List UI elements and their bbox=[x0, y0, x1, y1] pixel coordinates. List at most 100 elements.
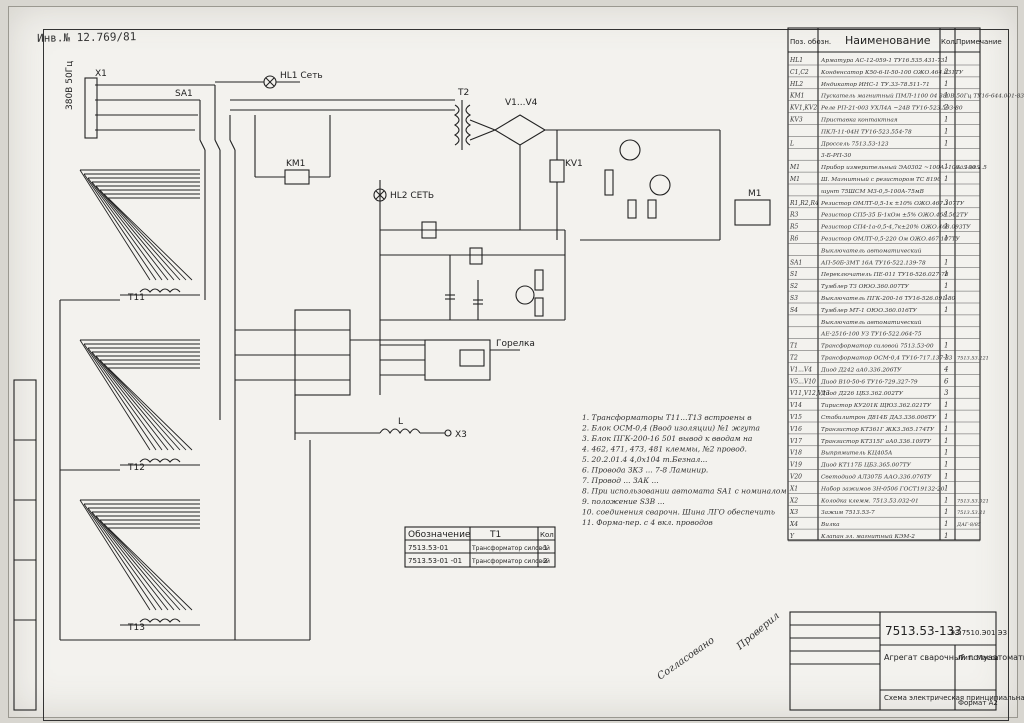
note-line: 1. Трансформаторы Т11...Т13 встроены в bbox=[582, 413, 752, 422]
bom-cell-qty: 1 bbox=[944, 354, 948, 362]
bom-cell-pos: R3 bbox=[789, 212, 799, 219]
bom-cell-pos: KV3 bbox=[789, 117, 803, 124]
small-table-r1c0: 7513.53-01 -01 bbox=[408, 557, 462, 565]
bom-cell-name: Реле РП-21-003 УХЛ4А ~24В ТУ16-523.593-8… bbox=[820, 106, 963, 112]
bom-cell-pos: X4 bbox=[789, 521, 798, 528]
bom-cell-name: Индикатор ИНС-1 ТУ.33-78.511-71 bbox=[820, 82, 930, 88]
bom-cell-pos: S4 bbox=[790, 307, 798, 314]
signature-approved: Согласовано bbox=[655, 635, 716, 682]
bom-cell-qty: 1 bbox=[944, 461, 948, 469]
bom-cell-name: Диод В10-50-6 ТУ16-729.327-79 bbox=[820, 379, 918, 385]
bom-cell-qty: 2 bbox=[943, 104, 949, 112]
bom-cell-qty: 1 bbox=[944, 425, 948, 433]
bom-cell-name: Диод Д242 аА0.336.206ТУ bbox=[820, 367, 902, 373]
bom-cell-qty: 1 bbox=[944, 270, 948, 278]
bom-cell-qty: 1 bbox=[944, 127, 948, 135]
bom-cell-name: Стабилитрон Д814Б ДА3.336.006ТУ bbox=[821, 414, 937, 421]
bom-cell-name: Диод Д226 ЦБ3.362.002ТУ bbox=[820, 391, 904, 397]
bom-cell-name: АП-50Б-3МТ 16А ТУ16-522.139-78 bbox=[820, 260, 926, 266]
bom-cell-qty: 1 bbox=[944, 223, 948, 231]
tap-wire bbox=[107, 527, 193, 611]
bom-cell-qty: 1 bbox=[944, 56, 948, 64]
bom-cell-qty: 1 bbox=[944, 211, 948, 219]
bom-cell-name: Арматура АС-12-059-1 ТУ16.535.431-73 bbox=[820, 58, 945, 64]
bom-cell-name: Транзистор КТ315Г аА0.336.109ТУ bbox=[821, 439, 932, 445]
bom-cell-name: Резистор СП5-35 Б-1кОм ±5% ОЖО.468.562ТУ bbox=[820, 213, 969, 219]
bom-cell-name: Дроссель 7513.53-123 bbox=[820, 141, 889, 147]
bom-cell-qty: 1 bbox=[944, 508, 948, 516]
bom-header-qty: Кол. bbox=[941, 38, 957, 46]
bom-cell-pos: V5...V10 bbox=[790, 378, 816, 385]
small-table-h2: Кол. bbox=[540, 531, 556, 539]
bom-cell-pos: V18 bbox=[790, 450, 802, 457]
kv1-label: KV1 bbox=[565, 159, 583, 169]
notes-block: 1. Трансформаторы Т11...Т13 встроены в 2.… bbox=[581, 413, 787, 527]
note-line: 10. соединения сварочн. Шина ЛГО обеспеч… bbox=[582, 508, 775, 517]
bom-cell-pos: R5 bbox=[789, 224, 799, 231]
bom-cell-pos: S1 bbox=[790, 271, 798, 278]
title-code2: ЭЗ.7510.Э01 ЭЗ bbox=[950, 629, 1008, 637]
note-line: 3. Блок ПГК-200-16 501 вывод к вводам на bbox=[582, 434, 752, 443]
tap-wire bbox=[95, 185, 175, 281]
tap-wire bbox=[83, 503, 157, 611]
bom-cell-qty: 1 bbox=[944, 473, 948, 481]
bom-cell-qty: 4 bbox=[943, 365, 948, 373]
bom-cell-pos: HL1 bbox=[789, 57, 803, 64]
note-line: 8. При использовании автомата SA1 с номи… bbox=[582, 487, 787, 496]
tap-wire bbox=[79, 339, 151, 451]
note-line: 2. Блок ОСМ-0,4 (Ввод изоляции) №1 жгута bbox=[581, 424, 760, 433]
bom-cell-pos: X1 bbox=[789, 485, 798, 492]
bom-cell-pos: R6 bbox=[789, 236, 799, 243]
bom-cell-name: Пускатель магнитный ПМЛ-1100 04 380В 50Г… bbox=[820, 94, 1024, 100]
small-table-h0: Обозначение bbox=[408, 530, 471, 540]
bom-cell-qty: 1 bbox=[944, 163, 948, 171]
bom-cell-qty: 1 bbox=[944, 235, 948, 243]
t11-label: T11 bbox=[127, 293, 145, 303]
note-line: 4. 462, 471, 473, 481 клеммы, №2 провод. bbox=[581, 445, 747, 454]
tap-wire bbox=[99, 519, 181, 611]
bom-cell-note: 605-8/85 bbox=[957, 165, 979, 171]
bom-cell-pos: V20 bbox=[790, 474, 802, 481]
bom-cell-name: ПКЛ-11-04Н ТУ16-523.554-78 bbox=[820, 129, 912, 135]
tap-wire bbox=[103, 363, 187, 451]
title-text: Агрегат сварочный полуавтоматический АСП… bbox=[884, 653, 1024, 662]
bom-cell-pos: V1...V4 bbox=[790, 366, 812, 373]
bom-cell-qty: 1 bbox=[944, 306, 948, 314]
tap-wire bbox=[87, 507, 163, 611]
bom-cell-pos: T1 bbox=[790, 343, 798, 350]
note-line: 11. Форма-пер. с 4 вкл. проводов bbox=[582, 518, 713, 527]
bom-cell-pos: X3 bbox=[789, 509, 798, 516]
bom-cell-name: шунт 75ШСМ М3-0,5-100А-75мВ bbox=[821, 189, 924, 195]
bom-cell-name: Светодиод АЛ307Б ААО.336.076ТУ bbox=[821, 475, 932, 481]
small-table-r0c2: 1 bbox=[543, 544, 547, 552]
small-table-r0c1: Трансформатор силовой bbox=[471, 545, 550, 552]
bom-cell-name: Выпрямитель КЦ405А bbox=[820, 451, 892, 457]
note-line: 6. Провода ЗК3 ... 7-8 Ламинир. bbox=[582, 466, 708, 475]
bom-cell-name: Транзистор КТ361Г ЖК3.365.174ТУ bbox=[821, 427, 935, 433]
bom-cell-qty: 1 bbox=[944, 484, 948, 492]
bom-cell-qty: 3 bbox=[944, 389, 949, 397]
bom-cell-name: Резистор СП4-1а-0,5-4,7к±20% ОЖО.468.093… bbox=[820, 225, 971, 231]
bom-cell-name: Резистор ОМЛТ-0,5-1к ±10% ОЖО.467.107ТУ bbox=[820, 201, 965, 207]
tap-wire bbox=[95, 515, 175, 611]
bom-cell-qty: 1 bbox=[944, 532, 948, 540]
bom-cell-note: ДАГ-8/85 bbox=[956, 522, 981, 528]
t13-label: T13 bbox=[127, 623, 145, 633]
tap-wire bbox=[103, 523, 187, 611]
tap-wire bbox=[99, 189, 181, 281]
note-line: 7. Провод ... ЗАК ... bbox=[582, 476, 659, 485]
tap-wire bbox=[99, 359, 181, 451]
bom-cell-name: Резистор ОМЛТ-0,5-220 Ом ОЖО.467.107ТУ bbox=[820, 237, 961, 243]
bom-cell-qty: 1 bbox=[944, 92, 948, 100]
signature-check: Проверил bbox=[734, 610, 782, 653]
net-label: 380В 50Гц bbox=[65, 61, 75, 110]
tap-wire bbox=[83, 173, 157, 281]
bom-cell-qty: 1 bbox=[944, 139, 948, 147]
bom-cell-qty: 2 bbox=[943, 68, 949, 76]
bom-header-pos: Поз. обозн. bbox=[790, 38, 831, 46]
bom-cell-note: 7513.53.021 bbox=[957, 498, 989, 504]
bom-cell-name: Трансформатор ОСМ-0,4 ТУ16-717.137-83 bbox=[821, 355, 953, 362]
bom-cell-qty: 1 bbox=[944, 520, 948, 528]
v1v4-label: V1...V4 bbox=[505, 98, 538, 108]
